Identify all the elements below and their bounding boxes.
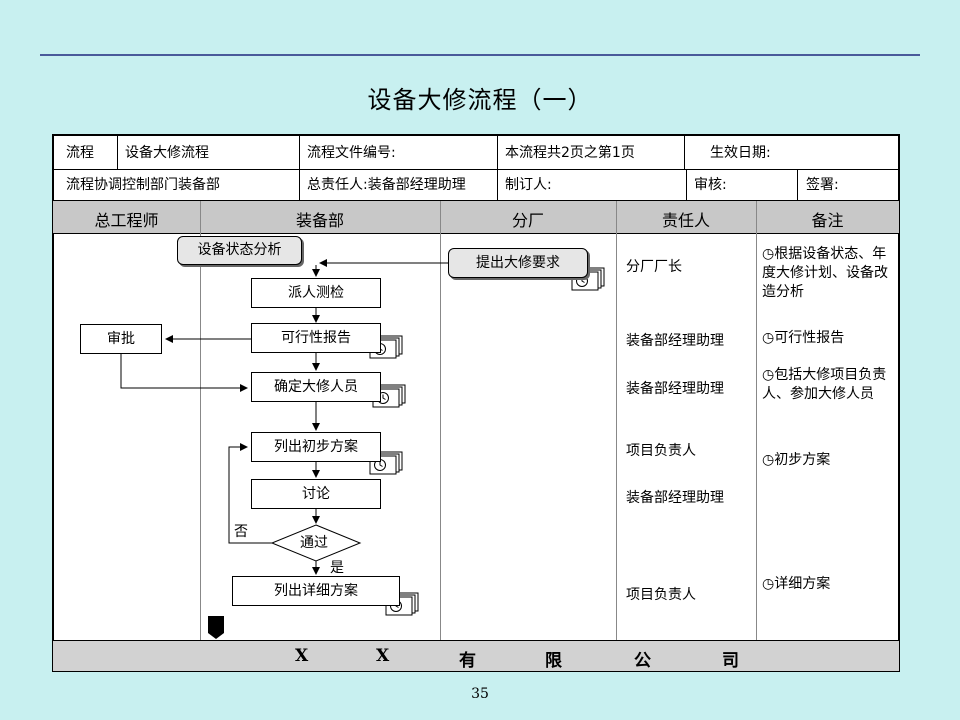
footer-char: 限	[545, 651, 562, 671]
lane-responsible: 责任人	[661, 211, 710, 230]
responsible-item: 项目负责人	[626, 587, 696, 603]
lane-divider	[616, 201, 617, 640]
page-number: 35	[471, 686, 489, 702]
cell-divider	[497, 135, 498, 200]
responsible-item: 项目负责人	[626, 443, 696, 459]
note-item: ◷包括大修项目负责人、参加大修人员	[762, 367, 887, 402]
node-pass-decision: 通过	[300, 535, 328, 551]
footer-char: 有	[459, 651, 476, 671]
header-coordinating-dept: 流程协调控制部门装备部	[66, 177, 220, 193]
footer-divider	[53, 640, 899, 641]
lane-chief-engineer: 总工程师	[94, 211, 159, 230]
node-feasibility-report: 可行性报告	[251, 323, 381, 353]
node-repair-request: 提出大修要求	[448, 248, 588, 278]
cell-divider	[299, 135, 300, 200]
lane-header-divider	[53, 233, 899, 234]
note-item: ◷可行性报告	[762, 330, 845, 346]
clock-icon: ◷	[762, 330, 775, 346]
responsible-item: 装备部经理助理	[626, 381, 724, 397]
clock-icon: ◷	[762, 452, 775, 468]
header-flow-label: 流程	[66, 145, 94, 161]
note-item: ◷详细方案	[762, 576, 831, 592]
responsible-item: 装备部经理助理	[626, 490, 724, 506]
header-effective-date: 生效日期:	[710, 145, 771, 161]
lane-branch-factory: 分厂	[511, 211, 544, 230]
lane-equipment-dept: 装备部	[295, 211, 344, 230]
note-item: ◷根据设备状态、年度大修计划、设备改造分析	[762, 246, 888, 300]
footer-char: X	[295, 646, 309, 666]
cell-divider	[797, 169, 798, 200]
node-status-analysis: 设备状态分析	[177, 236, 302, 265]
label-yes: 是	[330, 560, 344, 576]
header-owner: 总责任人:装备部经理助理	[307, 177, 466, 193]
node-confirm-staff: 确定大修人员	[251, 372, 381, 402]
responsible-item: 分厂厂长	[626, 259, 682, 275]
node-approval: 审批	[80, 324, 162, 354]
header-doc-number: 流程文件编号:	[307, 145, 396, 161]
responsible-item: 装备部经理助理	[626, 333, 724, 349]
header-divider	[53, 200, 899, 201]
header-page-info: 本流程共2页之第1页	[505, 145, 635, 161]
header-flow-name: 设备大修流程	[125, 145, 209, 161]
header-divider	[53, 169, 899, 170]
cell-divider	[686, 169, 687, 200]
footer-char: 司	[722, 651, 739, 671]
footer-char: X	[376, 646, 390, 666]
note-item: ◷初步方案	[762, 452, 831, 468]
cell-divider	[117, 135, 118, 169]
top-rule	[40, 54, 920, 56]
clock-icon: ◷	[762, 367, 775, 383]
footer-char: 公	[634, 651, 651, 671]
header-signature: 签署:	[806, 177, 839, 193]
lane-notes: 备注	[811, 211, 844, 230]
lane-divider	[200, 201, 201, 640]
lane-divider	[756, 201, 757, 640]
clock-icon: ◷	[762, 246, 775, 262]
footer-bar	[53, 640, 899, 671]
node-dispatch-inspection: 派人测检	[251, 278, 381, 308]
clock-icon: ◷	[762, 576, 775, 592]
cell-divider	[684, 135, 685, 169]
lane-divider	[440, 201, 441, 640]
label-no: 否	[234, 524, 248, 540]
header-reviewer: 审核:	[694, 177, 727, 193]
node-detailed-plan: 列出详细方案	[232, 576, 400, 606]
lane-header-bar	[53, 201, 899, 233]
node-discussion: 讨论	[251, 479, 381, 509]
page-title: 设备大修流程（一）	[367, 86, 593, 114]
header-author: 制订人:	[505, 177, 552, 193]
node-preliminary-plan: 列出初步方案	[251, 432, 381, 462]
